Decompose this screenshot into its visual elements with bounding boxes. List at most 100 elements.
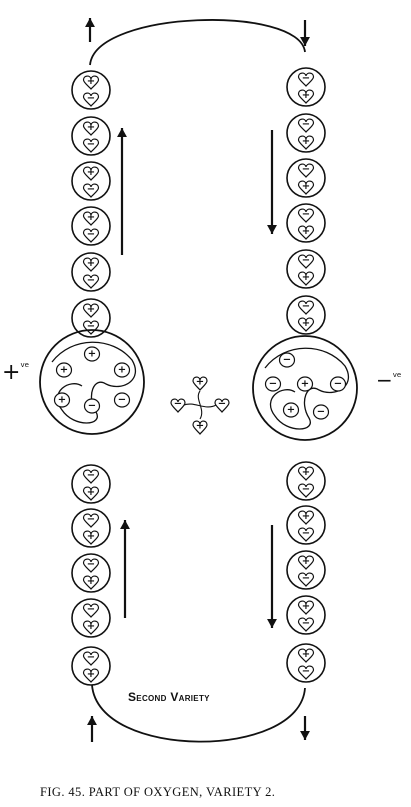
sphere-outline: [39, 329, 145, 435]
plus-sign: +: [87, 167, 95, 178]
body-circle: [286, 295, 326, 335]
body-circle: [71, 252, 111, 292]
heart-shape: [192, 376, 208, 391]
minus-sign: −: [87, 184, 95, 195]
plus-sign: +: [302, 511, 310, 522]
two-body-unit: +−: [71, 70, 111, 110]
plus-sign: +: [302, 181, 310, 192]
charge-body: [113, 362, 131, 378]
charge-body: [83, 398, 101, 414]
body-circle: [71, 206, 111, 246]
heart-shape: [297, 555, 315, 570]
heart-shape: [82, 183, 100, 198]
heart-shape: [82, 228, 100, 243]
heart-shape: [82, 513, 100, 528]
minus-sign: −: [302, 119, 310, 130]
two-body-unit: +−: [71, 161, 111, 201]
left-sphere: ++++−−: [39, 329, 145, 435]
minus-sign: −: [302, 484, 310, 495]
sphere-outline: [252, 335, 358, 441]
body-circle: [286, 595, 326, 635]
variety-label: Second Variety: [128, 690, 210, 704]
minus-sign: −: [269, 379, 277, 390]
two-body-unit: +−: [71, 252, 111, 292]
charge-body: [282, 402, 300, 418]
heart-shape: [214, 398, 230, 413]
heart-shape: [297, 510, 315, 525]
heart-shape: [297, 271, 315, 286]
plus-sign: +: [87, 122, 95, 133]
heart-shape: [82, 92, 100, 107]
plus-sign: +: [302, 601, 310, 612]
plus-sign: +: [60, 365, 68, 376]
down-arrow: [267, 130, 277, 234]
heart-shape: [82, 575, 100, 590]
minus-sign: −: [302, 301, 310, 312]
up-arrow: [117, 128, 127, 255]
two-body-unit: −+: [71, 508, 111, 548]
heart-shape: [82, 558, 100, 573]
minus-sign: −: [334, 379, 342, 390]
body-circle: [286, 461, 326, 501]
minus-sign: −: [302, 528, 310, 539]
heart-shape: [192, 420, 208, 435]
heart-shape: [297, 317, 315, 332]
heart-shape: [82, 530, 100, 545]
flow-arrows: [85, 18, 310, 742]
heart-shape: [82, 303, 100, 318]
body-circle: [71, 116, 111, 156]
plus-sign: +: [87, 621, 95, 632]
two-body-unit: −+: [71, 464, 111, 504]
two-body-unit: −+: [71, 646, 111, 686]
minus-sign: −: [218, 399, 226, 410]
plus-sign: +: [118, 365, 126, 376]
center-cross: ++−−: [170, 376, 230, 435]
minus-sign: −: [302, 666, 310, 677]
minus-sign: −: [302, 164, 310, 175]
body-circle: [71, 298, 111, 338]
heart-shape: [82, 620, 100, 635]
heart-shape: [297, 72, 315, 87]
plus-sign: +: [87, 304, 95, 315]
plus-sign: +: [87, 669, 95, 680]
heart-shape: [297, 572, 315, 587]
plus-sign: +: [302, 90, 310, 101]
minus-sign: −: [87, 514, 95, 525]
body-circle: [71, 161, 111, 201]
body-circle: [286, 505, 326, 545]
body-circle: [286, 113, 326, 153]
body-circle: [286, 643, 326, 683]
connector-arcs: [89, 19, 306, 743]
two-body-unit: +−: [286, 505, 326, 545]
plus-sign: +: [196, 421, 204, 432]
minus-sign: −: [87, 139, 95, 150]
two-body-unit: +−: [286, 595, 326, 635]
heart-shape: [82, 668, 100, 683]
negative-charge-label: −ve: [376, 368, 402, 392]
two-body-unit: +−: [71, 206, 111, 246]
minus-sign: −: [87, 93, 95, 104]
charge-body: [53, 392, 71, 408]
down-arrow: [267, 525, 277, 628]
heart-shape: [82, 651, 100, 666]
plus-sign: +: [87, 258, 95, 269]
heart-shape: [82, 469, 100, 484]
minus-sign: −: [87, 275, 95, 286]
charge-body: [329, 376, 347, 392]
plus-sign: +: [302, 467, 310, 478]
heart-shape: [297, 483, 315, 498]
body-circle: [71, 553, 111, 593]
minus-sign: −: [87, 321, 95, 332]
minus-sign: −: [87, 604, 95, 615]
two-body-unit: +−: [71, 116, 111, 156]
heart-shape: [297, 225, 315, 240]
body-circle: [71, 70, 111, 110]
plus-sign: +: [302, 318, 310, 329]
plus-sign: +: [302, 649, 310, 660]
body-circle: [71, 508, 111, 548]
plus-sign: +: [87, 487, 95, 498]
heart-shape: [297, 208, 315, 223]
heart-shape: [82, 603, 100, 618]
minus-sign: −: [88, 401, 96, 412]
